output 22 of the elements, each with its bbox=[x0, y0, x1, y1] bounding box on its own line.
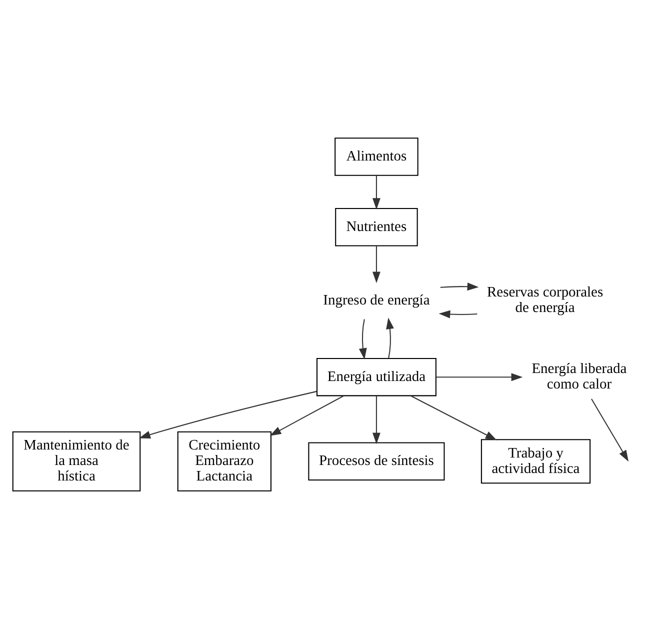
arrow bbox=[270, 395, 344, 436]
node-text: Ingreso de energía bbox=[323, 292, 430, 308]
node-box: Energía utilizada bbox=[316, 358, 436, 396]
arrow bbox=[358, 319, 367, 360]
node-box: Mantenimiento de la masa hística bbox=[12, 431, 141, 492]
node-text: Energía liberada como calor bbox=[532, 361, 627, 393]
arrow bbox=[591, 398, 629, 462]
node-box: Nutrientes bbox=[335, 208, 418, 246]
node-box: Procesos de síntesis bbox=[308, 442, 445, 481]
arrow bbox=[440, 282, 479, 291]
node-box: Alimentos bbox=[334, 138, 418, 176]
node-text: Reservas corporales de energía bbox=[487, 284, 604, 316]
arrow bbox=[410, 395, 497, 440]
node-box: Crecimiento Embarazo Lactancia bbox=[177, 431, 272, 492]
arrow bbox=[372, 396, 380, 444]
arrow bbox=[436, 373, 523, 382]
arrow bbox=[386, 318, 394, 358]
node-box: Trabajo y actividad física bbox=[480, 439, 591, 484]
arrow bbox=[138, 390, 317, 439]
arrow bbox=[372, 176, 380, 210]
arrow bbox=[372, 246, 380, 284]
arrow bbox=[438, 310, 478, 318]
